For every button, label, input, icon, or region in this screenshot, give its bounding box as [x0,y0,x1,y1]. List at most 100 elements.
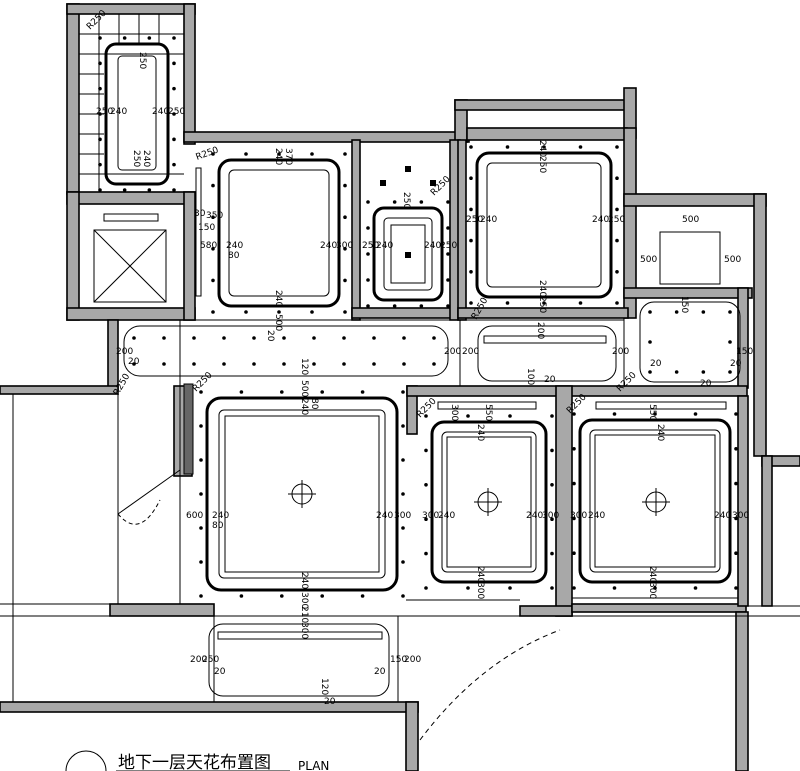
dim-label: 80 [228,251,240,261]
spot-light-icon [172,137,176,142]
dim-label: 250 [202,655,219,665]
spot-light-icon [402,362,406,366]
spot-light-icon [98,188,102,192]
bed1-ceiling-inner [228,169,330,297]
spot-light-icon [360,390,365,394]
spot-light-icon [199,424,203,428]
spot-light-icon [199,492,203,496]
dim-label: 20 [700,379,712,389]
living-ceiling-inner [224,415,380,573]
spot-light-icon [211,247,215,251]
dim-label: 150 [736,347,753,357]
spot-light-icon [401,560,405,564]
bath-ceiling-inner [117,55,157,171]
dim-label: 240 [152,107,169,117]
light-fixtures [288,166,670,516]
wall-segment [457,307,629,319]
dim-label: 240 [655,424,665,441]
box-outline [659,231,721,285]
spot-light-icon [424,448,428,453]
spot-light-icon [401,458,405,462]
dim-label: 300 [336,241,353,251]
spot-light-icon [466,586,470,590]
spot-light-icon [572,516,576,521]
dim-label: 580 [200,241,217,251]
spot-light-icon [424,517,428,521]
downlight-icon [380,180,386,186]
spot-light-icon [734,586,738,590]
spot-light-icon [199,390,203,394]
spot-light-icon [310,152,314,156]
downlight-icon [405,166,411,172]
spot-light-icon [172,86,176,91]
spot-light-icon [343,247,347,251]
spot-light-icon [615,301,619,305]
spot-light-icon [505,145,510,149]
dim-label: 500 [640,255,657,265]
ceiling-panels [104,42,741,697]
room4-ceiling-outer [578,418,732,584]
spot-light-icon [343,215,347,219]
wall-segment [761,455,773,607]
spot-light-icon [366,200,370,204]
spot-light-icon [401,594,405,598]
wall-segment [66,307,196,321]
dim-label: 300 [299,592,309,609]
dim-label: 250 [131,150,141,167]
spot-light-icon [424,483,428,487]
dim-label: 240 [588,511,605,521]
dim-label: 240 [376,511,393,521]
spot-light-icon [578,301,583,305]
spot-light-icon [572,481,576,486]
dim-label: 20 [265,330,275,342]
spot-light-icon [239,594,244,598]
spot-light-icon [402,336,406,340]
dim-label: 300 [570,511,587,521]
spot-light-icon [446,252,450,256]
spot-light-icon [466,414,470,418]
downlight-icon [430,180,436,186]
spot-light-icon [612,412,617,416]
dim-label: 240 [475,424,485,441]
dim-label: 240 [141,150,151,167]
spot-light-icon [343,278,347,283]
spot-light-icon [132,362,136,366]
spot-light-icon [469,301,473,305]
drawing-subtitle: PLAN [298,759,329,771]
spot-light-icon [222,336,226,340]
room3-ceiling-inner [446,436,532,568]
dim-label: 250 [137,52,147,69]
elevator-box [93,229,167,303]
strip-light [217,631,383,640]
dim-label: 550 [483,404,493,421]
dim-label: 20 [128,357,140,367]
drawing-title: 地下一层天花布置图 [118,753,271,771]
strip-light [183,383,194,475]
dim-label: 100 [525,368,535,385]
dim-label: 350 [206,211,223,221]
dim-label: 250 [537,156,547,173]
spot-light-icon [728,340,732,344]
spot-light-icon [280,390,284,394]
spot-light-icon [424,586,428,590]
dim-label: 300 [542,511,559,521]
strip-light [437,401,537,410]
spot-light-icon [172,61,176,66]
spot-light-icon [343,152,347,156]
spot-light-icon [147,188,152,192]
spot-light-icon [701,370,706,374]
wall-segment [0,385,119,395]
dim-label: 370 [283,148,293,165]
dim-label: 80 [212,521,224,531]
crosshair-light-icon [642,488,670,516]
wall-segment [66,191,80,321]
small-ceiling-inner [383,217,433,291]
spot-light-icon [162,336,166,340]
wall-segment [735,611,749,771]
spot-light-icon [734,551,738,555]
spot-light-icon [469,238,473,243]
spot-light-icon [211,152,215,156]
spot-light-icon [392,304,397,308]
walls [0,3,800,771]
spot-light-icon [192,336,196,340]
